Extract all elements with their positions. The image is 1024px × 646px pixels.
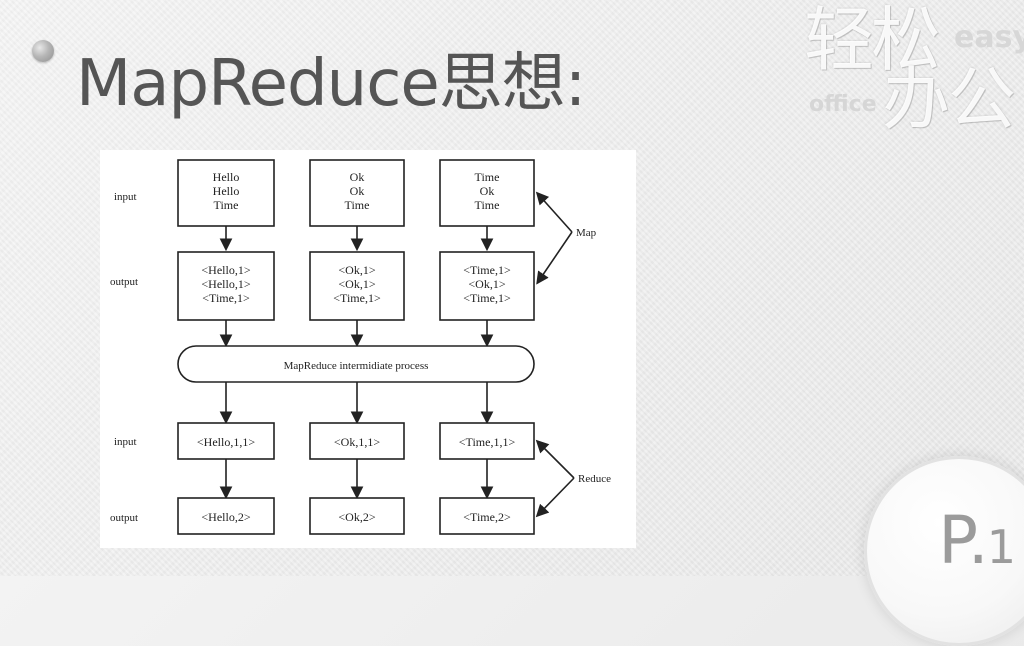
map-output-2-line-3: <Time,1> xyxy=(333,291,381,305)
reduce-bracket-top-arrow xyxy=(535,439,575,479)
map-input-1-line-1: Hello xyxy=(213,170,240,184)
mapreduce-diagram: input output input output Hello Hello Ti… xyxy=(100,150,636,548)
map-input-3-line-3: Time xyxy=(475,198,500,212)
map-output-2-line-2: <Ok,1> xyxy=(338,277,375,291)
reduce-output-3-label: <Time,2> xyxy=(463,510,511,524)
intermediate-process-box: MapReduce intermidiate process xyxy=(177,345,535,383)
map-output-2-line-1: <Ok,1> xyxy=(338,263,375,277)
reduce-input-1-label: <Hello,1,1> xyxy=(197,435,255,449)
map-output-box-1: <Hello,1> <Hello,1> <Time,1> xyxy=(177,251,275,321)
reduce-bracket-bottom-arrow xyxy=(535,477,575,518)
reduce-input-box-2: <Ok,1,1> xyxy=(309,422,405,460)
page-label: P.1 xyxy=(938,508,1016,574)
reduce-input-box-3: <Time,1,1> xyxy=(439,422,535,460)
bullet-dot xyxy=(32,40,54,62)
logo-office: office xyxy=(809,92,877,117)
page-number: 1 xyxy=(986,520,1016,574)
reduce-output-2-label: <Ok,2> xyxy=(338,510,375,524)
reduce-label: Reduce xyxy=(578,473,611,485)
intermediate-process-label: MapReduce intermidiate process xyxy=(284,360,429,372)
map-bracket-top-arrow xyxy=(535,191,573,233)
map-input-1-line-2: Hello xyxy=(213,184,240,198)
map-input-box-1: Hello Hello Time xyxy=(177,159,275,227)
map-output-3-line-3: <Time,1> xyxy=(463,291,511,305)
reduce-output-1-label: <Hello,2> xyxy=(201,510,250,524)
label-output-bottom: output xyxy=(110,512,138,524)
map-input-1-line-3: Time xyxy=(214,198,239,212)
logo-chinese-bottom: 办公 xyxy=(882,61,1016,140)
map-input-3-line-1: Time xyxy=(475,170,500,184)
reduce-output-box-2: <Ok,2> xyxy=(309,497,405,535)
diagram-svg: input output input output Hello Hello Ti… xyxy=(110,159,611,535)
logo-easy: easy xyxy=(954,20,1024,55)
page-title: MapReduce思想: xyxy=(76,47,586,121)
map-label: Map xyxy=(576,227,597,239)
map-output-3-line-2: <Ok,1> xyxy=(468,277,505,291)
map-input-2-line-1: Ok xyxy=(350,170,365,184)
reduce-output-box-1: <Hello,2> xyxy=(177,497,275,535)
map-input-2-line-2: Ok xyxy=(350,184,365,198)
map-output-1-line-2: <Hello,1> xyxy=(201,277,250,291)
label-input-bottom: input xyxy=(114,436,137,448)
reduce-input-2-label: <Ok,1,1> xyxy=(334,435,380,449)
map-input-box-3: Time Ok Time xyxy=(439,159,535,227)
map-output-box-2: <Ok,1> <Ok,1> <Time,1> xyxy=(309,251,405,321)
map-input-2-line-3: Time xyxy=(345,198,370,212)
map-output-1-line-3: <Time,1> xyxy=(202,291,250,305)
logo-chinese-top: 轻松 xyxy=(804,0,941,81)
map-bracket-bottom-arrow xyxy=(536,231,573,285)
map-output-1-line-1: <Hello,1> xyxy=(201,263,250,277)
label-input-top: input xyxy=(114,191,137,203)
map-output-3-line-1: <Time,1> xyxy=(463,263,511,277)
brand-logo: 轻松 easy office 办公 xyxy=(764,0,1024,145)
page-prefix: P. xyxy=(938,502,989,579)
label-output-top: output xyxy=(110,276,138,288)
reduce-input-box-1: <Hello,1,1> xyxy=(177,422,275,460)
map-output-box-3: <Time,1> <Ok,1> <Time,1> xyxy=(439,251,535,321)
reduce-input-3-label: <Time,1,1> xyxy=(459,435,516,449)
reduce-output-box-3: <Time,2> xyxy=(439,497,535,535)
map-input-box-2: Ok Ok Time xyxy=(309,159,405,227)
map-input-3-line-2: Ok xyxy=(480,184,495,198)
